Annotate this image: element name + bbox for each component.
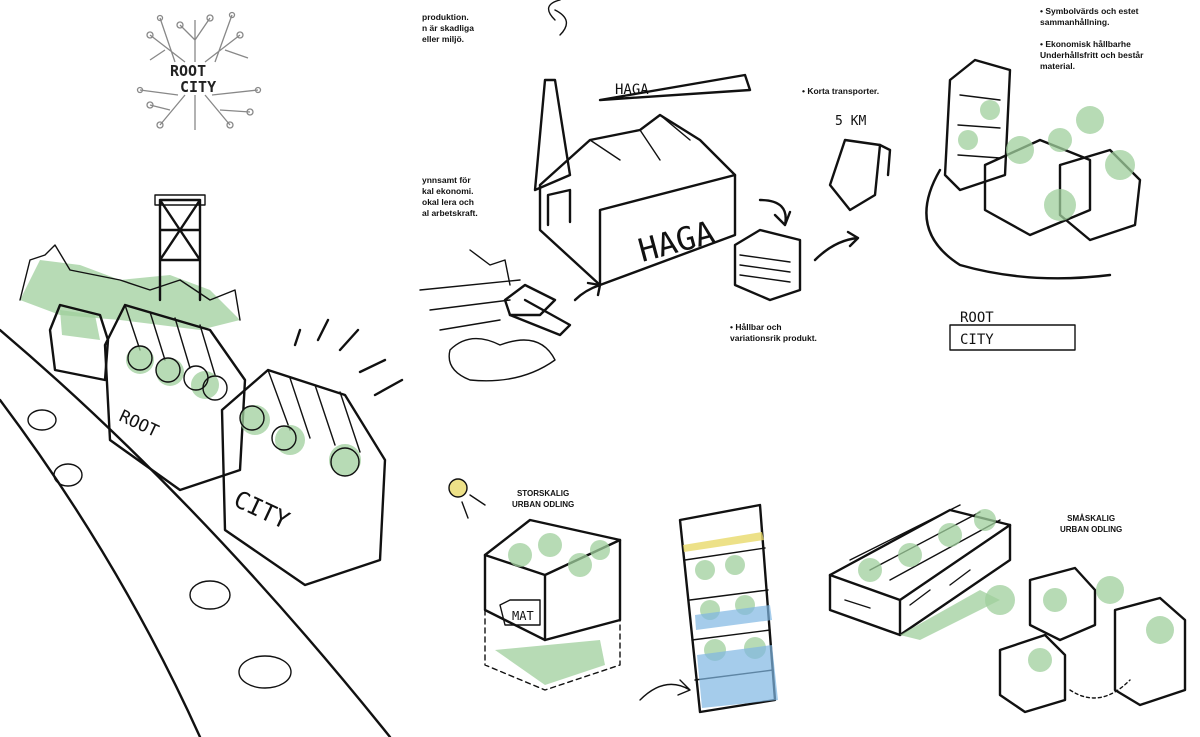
logo-line1: ROOT [170,62,206,80]
root-city-sign-line2: CITY [960,332,994,348]
distance-label: 5 KM [835,114,866,129]
note-korta-transporter: • Korta transporter. [802,86,880,96]
root-city-sign-line1: ROOT [960,310,994,326]
street-sign-line2: CITY [229,485,294,535]
mat-label: MAT [512,609,534,623]
note-symbolvarde: • Symbolvärds och estet sammanhållning. … [1040,6,1144,71]
haga-facade-text: HAGA [634,213,718,270]
root-city-logo: ROOT CITY [136,11,262,130]
street-sign-line1: ROOT [116,406,162,441]
storskalig-odling: MAT [448,478,778,714]
street-scene: ROOT CITY [0,194,404,737]
haga-sign-text: HAGA [615,82,649,98]
note-gynnsamt: ynnsamt för kal ekonomi. okal lera och a… [422,175,478,218]
caption-storskalig: STORSKALIG URBAN ODLING [512,489,575,509]
logo-line2: CITY [180,78,216,96]
note-hallbar-produkt: • Hållbar och variationsrik produkt. [730,322,817,343]
haga-factory: HAGA HAGA [419,0,752,382]
caption-smaskalig: SMÅSKALIG URBAN ODLING [1060,514,1123,534]
process-flow: 5 KM [733,114,892,302]
root-city-complex: ROOT CITY [925,58,1142,351]
note-produktion: produktion. n är skadliga eller miljö. [422,12,474,44]
smaskalig-odling [828,504,1187,714]
